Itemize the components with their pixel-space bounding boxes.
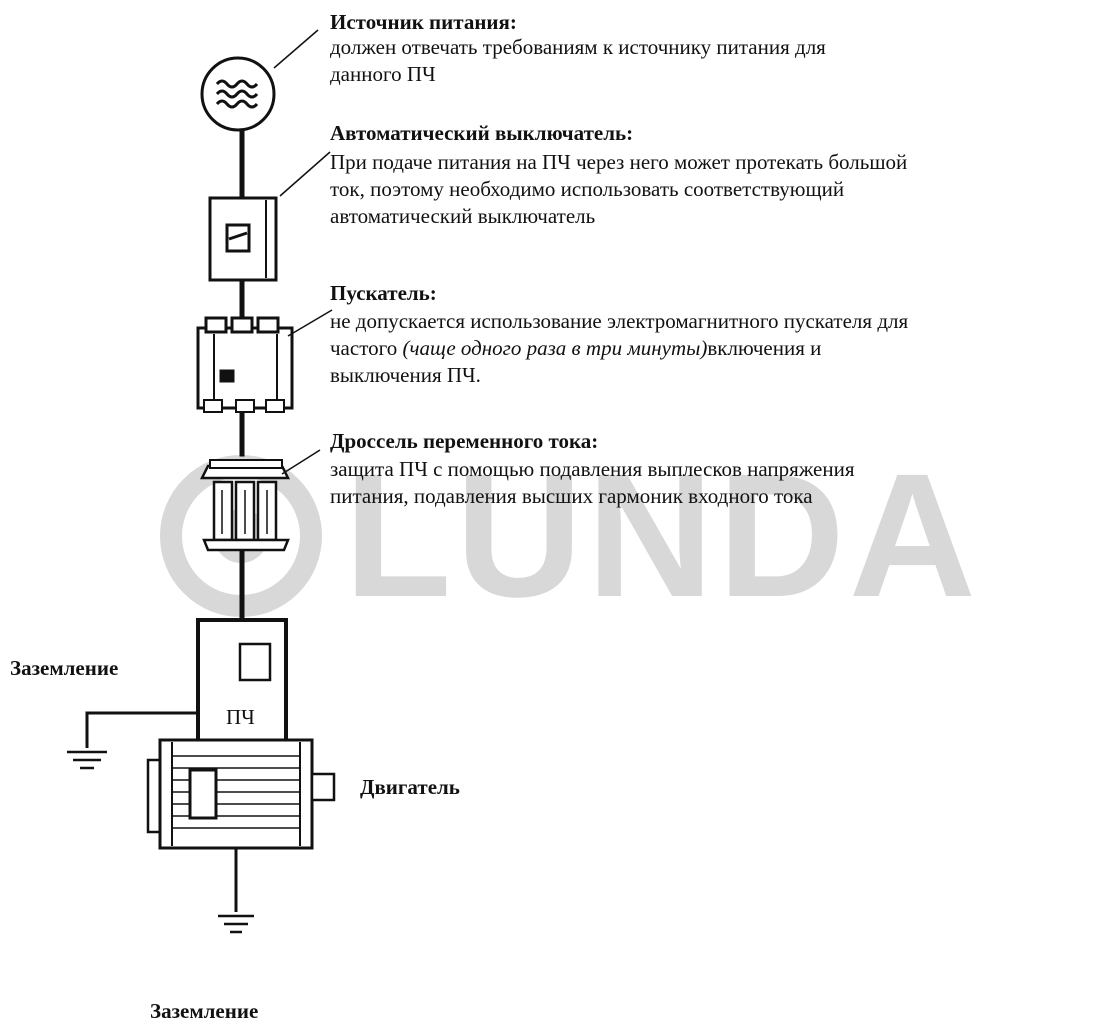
pointer-starter <box>287 309 333 337</box>
breaker-desc-line2: ток, поэтому необходимо использовать соо… <box>330 177 845 201</box>
starter-title: Пускатель: <box>330 281 437 305</box>
power-source-desc-line2: данного ПЧ <box>330 62 436 86</box>
starter-desc-line1: не допускается использование электромагн… <box>330 309 909 333</box>
watermark: LUNDA <box>160 446 980 626</box>
motor-ground-icon <box>218 848 254 934</box>
power-source-desc-line1: должен отвечать требованиям к источнику … <box>330 35 826 59</box>
choke-desc-line1: защита ПЧ с помощью подавления выплесков… <box>330 457 855 481</box>
breaker-desc-line3: автоматический выключатель <box>330 204 596 228</box>
pointer-source <box>273 29 319 69</box>
breaker-desc-line1: При подаче питания на ПЧ через него може… <box>330 150 908 174</box>
inverter-label: ПЧ <box>226 705 255 729</box>
starter-desc-line2-suffix: включения и <box>707 336 822 360</box>
pointer-choke <box>281 449 321 475</box>
starter-desc-line2-prefix: частого <box>330 336 403 360</box>
pointer-breaker <box>279 151 331 197</box>
circuit-breaker-icon <box>208 196 278 282</box>
breaker-title: Автоматический выключатель: <box>330 121 634 145</box>
motor-icon <box>146 738 336 850</box>
choke-desc-line2: питания, подавления высших гармоник вход… <box>330 484 813 508</box>
motor-label: Двигатель <box>360 775 460 799</box>
starter-icon <box>196 316 294 413</box>
motor-ground-label: Заземление <box>150 999 259 1023</box>
choke-title: Дроссель переменного тока: <box>330 429 599 453</box>
starter-desc-line2: частого (чаще одного раза в три минуты)в… <box>330 335 821 362</box>
watermark-text: LUNDA <box>344 438 980 634</box>
power-source-icon <box>200 56 276 132</box>
starter-desc-line2-italic: (чаще одного раза в три минуты) <box>402 336 708 360</box>
starter-desc-line3: выключения ПЧ. <box>330 363 481 387</box>
inverter-ground-label: Заземление <box>10 656 119 680</box>
choke-icon <box>199 459 291 552</box>
inverter-ground-icon <box>67 711 198 770</box>
power-source-title: Источник питания: <box>330 10 517 34</box>
